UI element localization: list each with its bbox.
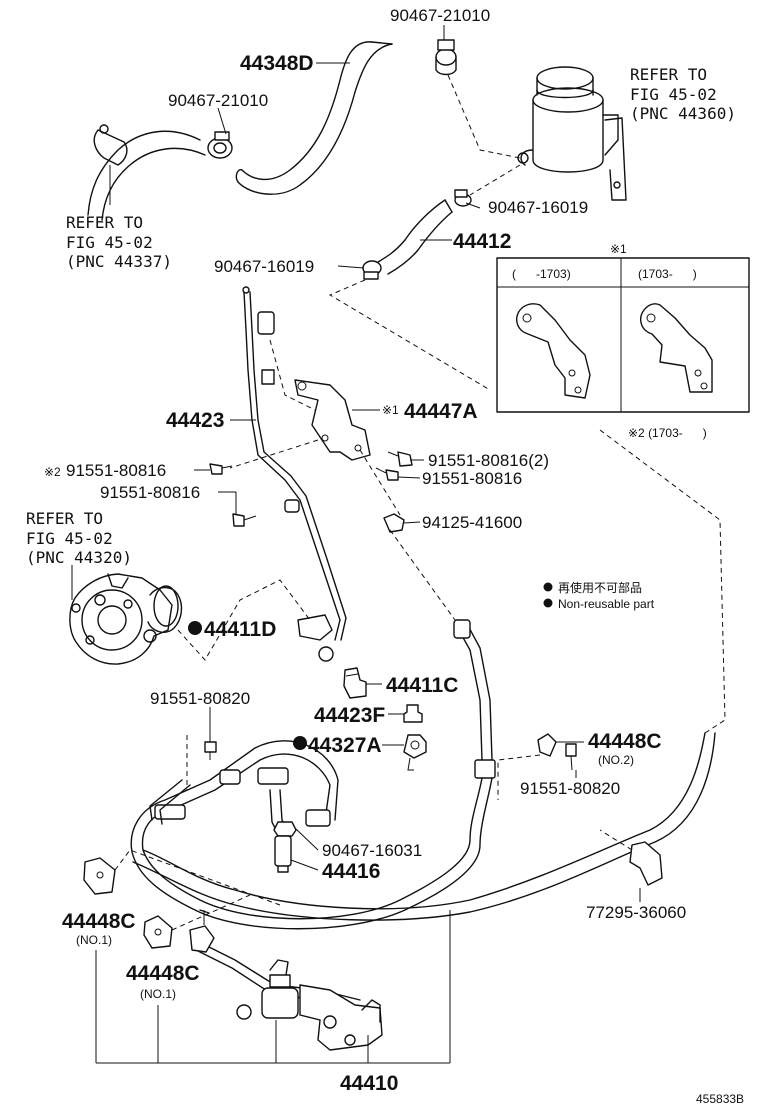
inset-mark: ※1 [610,242,627,256]
label-44416: 44416 [322,860,380,883]
nut-94125-41600 [383,513,405,533]
note-mark2: ※2 (1703- ) [628,426,707,440]
hose-44348D [235,41,393,195]
label-ref-hose-1: REFER TO [66,213,143,232]
label-ref-hose-3: (PNC 44337) [66,252,172,271]
clamp-90467-16019-a [454,189,472,207]
inset-box [496,257,750,413]
label-ref-reservoir-3: (PNC 44360) [630,104,736,123]
leader-pipe-bracket [269,339,316,411]
label-90467-21010-top: 90467-21010 [390,6,490,25]
leader-no1a [114,849,281,906]
hose-44337-ref [87,124,206,221]
label-91551-80816-2: 91551-80816(2) [428,451,549,470]
leader-bracket-bolts-2 [359,449,401,516]
part-44423F [403,704,423,723]
leader-hose-nut [389,529,456,621]
label-44423: 44423 [166,409,224,432]
hose-44416 [274,835,292,873]
label-91551-80816-l2: 91551-80816 [100,483,200,502]
label-44411D: 44411D [204,618,276,641]
clamp-44448C-no1a [83,857,116,895]
label-ref-pump-3: (PNC 44320) [26,548,132,567]
label-44412: 44412 [453,230,511,253]
bolt-91551-80820-b [565,743,577,771]
label-90467-16019-b: 90467-16019 [214,257,314,276]
legend-line1: 再使用不可部品 [558,580,642,595]
clamp-90467-16031 [273,821,297,837]
leader-reservoir-hose [469,164,521,196]
bolt-91551-80816-l2 [232,513,257,527]
leader-reservoir [447,74,521,159]
union-44411C [343,667,367,699]
bracket-44447A [294,379,371,461]
steering-gear [189,909,383,1051]
leader-77295 [599,829,633,851]
label-ref-reservoir-2: FIG 45-02 [630,85,717,104]
clamp-90467-21010-mid [207,131,233,159]
leader-44412-down [328,279,491,391]
label-44448C-no1a-sub: (NO.1) [76,933,112,947]
label-94125-41600: 94125-41600 [422,513,522,532]
clamp-44448C-no1b [143,915,173,949]
label-mark-91551-l: ※2 [44,465,61,479]
reservoir [517,66,627,201]
label-ref-pump-1: REFER TO [26,509,103,528]
pressure-hose [453,619,496,779]
figure-id: 455833B [696,1092,744,1106]
label-91551-80820-a: 91551-80820 [150,689,250,708]
label-ref-reservoir-1: REFER TO [630,65,707,84]
legend-dot-1 [543,582,553,592]
label-91551-80816-r: 91551-80816 [422,469,522,488]
label-91551-80816-l: 91551-80816 [66,461,166,480]
label-mark-44447A: ※1 [382,403,399,417]
bolt-91551-80816-l [209,463,233,475]
label-leaders [71,25,641,902]
label-44448C-no2: 44448C [588,730,662,753]
pipe-44423 [242,286,347,662]
label-90467-16019-a: 90467-16019 [488,198,588,217]
label-44348D: 44348D [240,52,314,75]
leader-44410-bracket [95,910,451,1064]
clamp-90467-21010-top [435,39,457,76]
label-44327A: 44327A [308,734,382,757]
label-44410: 44410 [340,1072,398,1095]
label-44423F: 44423F [314,704,385,727]
label-44448C-no1b-sub: (NO.1) [140,987,176,1001]
leader-line-to-44448C-no2 [599,429,726,734]
label-44447A: 44447A [404,400,478,423]
label-90467-16031: 90467-16031 [322,841,422,860]
label-91551-80820-b: 91551-80820 [520,779,620,798]
bolt-91551-80816-r [375,467,399,481]
inset-col-left: ( -1703) [512,267,571,281]
bolt-91551-80816-2 [387,451,413,467]
label-ref-pump-2: FIG 45-02 [26,529,113,548]
bolt-91551-80820-a [204,741,217,760]
leader-pump-44411D [177,579,311,661]
label-44448C-no1a: 44448C [62,910,136,933]
legend-line2: Non-reusable part [558,597,655,611]
label-44448C-no2-sub: (NO.2) [598,753,634,767]
leader-bracket-bolts [229,439,319,469]
label-90467-21010-mid: 90467-21010 [168,91,268,110]
clamp-90467-16019-b [362,260,382,280]
label-77295-36060: 77295-36060 [586,903,686,922]
inset-col-right: (1703- ) [638,267,697,281]
legend-dot-2 [543,598,553,608]
non-reusable-dot-44411D [188,621,202,635]
hose-44412 [377,199,453,275]
label-44411C: 44411C [386,674,458,697]
label-44448C-no1b: 44448C [126,962,200,985]
label-ref-hose-2: FIG 45-02 [66,233,153,252]
clamp-44448C-no2 [537,733,557,757]
part-44327A [403,734,427,771]
pressure-lines [130,732,716,930]
clip-77295-36060 [629,841,663,886]
pump [69,573,183,665]
